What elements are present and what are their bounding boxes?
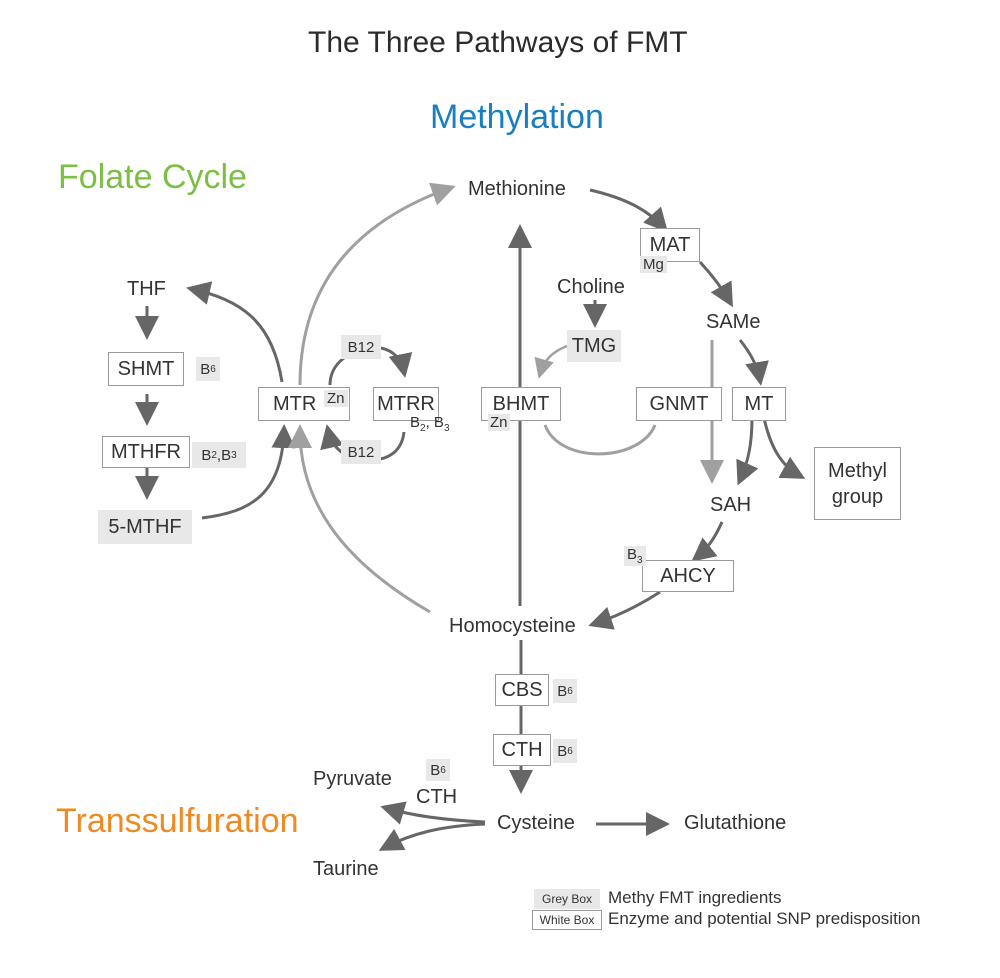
node-same: SAMe: [706, 311, 761, 333]
arrow-tmg-bhmt: [534, 344, 568, 379]
cofactor-cth-b6-base: B: [557, 742, 568, 760]
methyl-group-line1: Methyl: [828, 459, 887, 482]
arrow-mt-sah: [736, 417, 759, 486]
methyl-group-line2: group: [831, 485, 884, 508]
arrow-mt-methyl: [762, 417, 806, 479]
legend-white-box: White Box: [532, 910, 602, 930]
arrow-mtr-thf: [186, 281, 284, 383]
enzyme-mthfr: MTHFR: [102, 436, 190, 468]
node-methionine: Methionine: [468, 178, 566, 200]
section-folate-cycle: Folate Cycle: [58, 158, 247, 196]
enzyme-ahcy: AHCY: [642, 560, 734, 592]
enzyme-mtr-label: MTR: [273, 392, 317, 415]
arrow-sah-ahcy: [691, 521, 724, 562]
enzyme-gnmt: GNMT: [636, 387, 722, 421]
cofactor-cbs-b6-base: B: [557, 682, 568, 700]
cofactor-mtrr-b2-base: B: [410, 414, 421, 431]
enzyme-cth: CTH: [493, 734, 551, 766]
cofactor-shmt-b6-base: B: [200, 360, 211, 378]
cofactor-mthfr-b2-sub: 2: [211, 449, 217, 461]
cofactor-shmt-b6-sub: 6: [210, 363, 216, 375]
cofactor-ahcy-b3: B3: [624, 546, 646, 566]
enzyme-bhmt: BHMT: [481, 387, 561, 421]
cofactor-ahcy-b3-base: B: [627, 546, 638, 563]
ingredient-b12-bottom: B12: [341, 440, 381, 464]
cofactor-cth-plain-b6-sub: 6: [440, 764, 446, 776]
cofactor-mthfr-b3-base: B: [221, 446, 232, 464]
cofactor-mtrr-b2-b3: B2, B3: [410, 414, 450, 434]
cofactor-cth-plain-b6-base: B: [430, 761, 441, 779]
ingredient-5mthf: 5-MTHF: [98, 510, 192, 544]
arrow-ahcy-homocysteine: [588, 590, 661, 630]
node-taurine: Taurine: [313, 858, 379, 880]
arrow-mat-same: [698, 260, 733, 308]
ingredient-b12-top: B12: [341, 335, 381, 359]
legend-white-text: Enzyme and potential SNP predisposition: [608, 909, 921, 928]
page-title: The Three Pathways of FMT: [308, 26, 688, 59]
node-thf: THF: [127, 278, 166, 300]
arrow-5mthf-mtr: [201, 424, 296, 520]
cofactor-cth-b6-sub: 6: [567, 745, 573, 757]
node-cysteine: Cysteine: [497, 812, 575, 834]
node-pyruvate: Pyruvate: [313, 768, 392, 790]
legend-grey-text: Methy FMT ingredients: [608, 888, 782, 907]
cofactor-mat-mg: Mg: [640, 256, 667, 273]
section-methylation: Methylation: [430, 98, 604, 136]
enzyme-mtrr: MTRR: [373, 387, 439, 421]
arrow-cysteine-pyruvate: [380, 801, 486, 825]
enzyme-mt: MT: [732, 387, 786, 421]
node-choline: Choline: [557, 276, 625, 298]
cofactor-mtrr-b3-sub: 3: [443, 423, 450, 434]
arrow-cysteine-taurine: [378, 822, 486, 851]
cofactor-bhmt-zn: Zn: [488, 414, 510, 431]
ingredient-tmg: TMG: [567, 330, 621, 362]
cofactor-ahcy-b3-sub: 3: [637, 555, 643, 566]
arrow-mtr-methionine: [298, 182, 456, 386]
arrow-homocysteine-mtr: [288, 424, 431, 614]
cofactor-mthfr-b3-sub: 3: [231, 449, 237, 461]
cofactor-mtrr-b3-base: B: [433, 414, 444, 431]
methyl-group-box: Methyl group: [814, 447, 901, 520]
node-homocysteine: Homocysteine: [449, 615, 576, 637]
enzyme-cbs: CBS: [495, 674, 549, 706]
node-glutathione: Glutathione: [684, 812, 787, 834]
cofactor-mthfr-b2-base: B: [201, 446, 212, 464]
legend-grey-box: Grey Box: [534, 889, 600, 909]
arrow-methionine-mat: [589, 188, 668, 233]
enzyme-shmt: SHMT: [108, 352, 184, 386]
node-cth-plain: CTH: [416, 786, 458, 808]
cofactor-mtrr-b2-sub: 2: [420, 423, 426, 434]
curve-bhmt-gnmt: [543, 424, 657, 456]
arrow-same-mt: [738, 339, 769, 386]
section-transsulfuration: Transsulfuration: [56, 802, 299, 840]
cofactor-mtr-zn: Zn: [324, 390, 348, 407]
cofactor-cbs-b6-sub: 6: [567, 685, 573, 697]
node-sah: SAH: [710, 494, 752, 516]
